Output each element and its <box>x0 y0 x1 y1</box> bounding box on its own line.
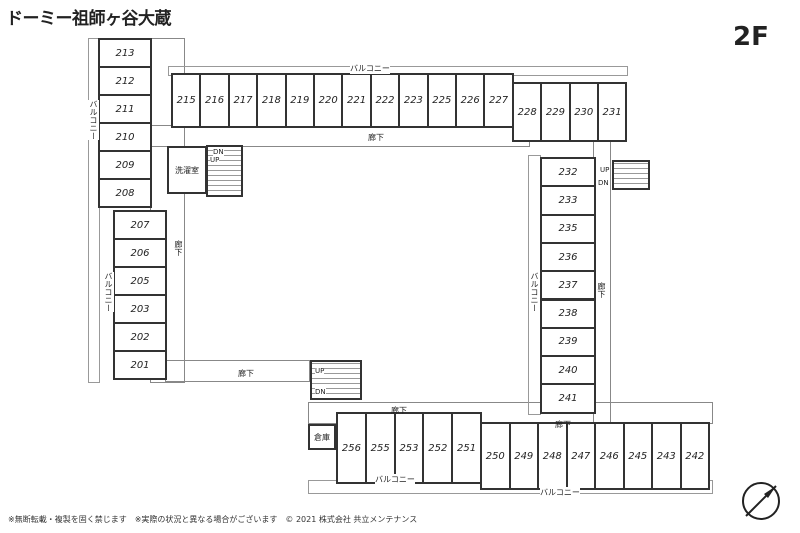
room-232: 232 <box>540 157 596 188</box>
room-237: 237 <box>540 270 596 301</box>
room-251: 251 <box>451 412 482 484</box>
balcony-left <box>88 38 100 383</box>
balcony-label: バルコニー <box>375 474 415 485</box>
room-243: 243 <box>651 422 682 490</box>
room-216: 216 <box>199 73 230 128</box>
room-209: 209 <box>98 150 152 180</box>
stair-up-label: UP <box>210 156 220 164</box>
corridor-top <box>150 125 530 147</box>
room-221: 221 <box>341 73 372 128</box>
room-223: 223 <box>398 73 429 128</box>
page-title: ドーミー祖師ヶ谷大蔵 <box>6 9 172 29</box>
room-233: 233 <box>540 185 596 216</box>
room-240: 240 <box>540 355 596 386</box>
room-218: 218 <box>256 73 287 128</box>
room-210: 210 <box>98 122 152 152</box>
room-246: 246 <box>594 422 625 490</box>
corridor-label: 廊下 <box>597 282 606 298</box>
room-235: 235 <box>540 213 596 244</box>
room-227: 227 <box>483 73 514 128</box>
corridor-label: 廊下 <box>391 406 407 415</box>
corridor-label: 廊下 <box>174 240 183 256</box>
room-207: 207 <box>113 210 167 240</box>
room-215: 215 <box>171 73 202 128</box>
room-228: 228 <box>512 82 543 142</box>
room-255: 255 <box>364 412 396 484</box>
balcony-label: バルコニー <box>350 63 390 74</box>
room-230: 230 <box>568 82 599 142</box>
room-203: 203 <box>113 294 167 324</box>
room-219: 219 <box>284 73 315 128</box>
room-201: 201 <box>113 350 167 380</box>
room-256: 256 <box>336 412 367 484</box>
room-238: 238 <box>540 298 596 329</box>
room-249: 249 <box>508 422 539 490</box>
room-239: 239 <box>540 326 596 358</box>
stair-up-label: UP <box>600 166 610 174</box>
room-208: 208 <box>98 178 152 208</box>
room-205: 205 <box>113 266 167 296</box>
balcony-label: バルコニー <box>88 100 99 140</box>
room-220: 220 <box>313 73 344 128</box>
room-236: 236 <box>540 241 596 273</box>
compass-icon <box>742 482 780 520</box>
room-202: 202 <box>113 322 167 352</box>
corridor-label: 廊下 <box>238 369 254 378</box>
room-252: 252 <box>422 412 454 484</box>
footer-note: ※無断転載・複製を固く禁じます ※実際の状況と異なる場合がございます © 202… <box>8 515 418 524</box>
floor-label: 2F <box>733 22 769 52</box>
room-212: 212 <box>98 66 152 96</box>
room-222: 222 <box>369 73 401 128</box>
room-241: 241 <box>540 383 596 414</box>
balcony-label: バルコニー <box>529 272 540 312</box>
room-225: 225 <box>426 73 457 128</box>
room-250: 250 <box>480 422 511 490</box>
room-247: 247 <box>565 422 596 490</box>
room-213: 213 <box>98 38 152 68</box>
room-226: 226 <box>455 73 486 128</box>
room-231: 231 <box>596 82 628 142</box>
corridor-label: 廊下 <box>555 420 571 429</box>
stair-dn-label: DN <box>315 388 326 396</box>
stairs-north <box>206 145 243 197</box>
room-206: 206 <box>113 238 167 268</box>
laundry-label: 洗濯室 <box>175 165 199 175</box>
room-242: 242 <box>679 422 710 490</box>
room-245: 245 <box>622 422 653 490</box>
room-211: 211 <box>98 94 152 124</box>
storage-label: 倉庫 <box>314 432 330 442</box>
laundry-room: 洗濯室 <box>167 146 207 194</box>
room-248: 248 <box>537 422 568 490</box>
storage-room: 倉庫 <box>308 424 336 450</box>
balcony-label: バルコニー <box>103 272 114 312</box>
balcony-label: バルコニー <box>540 487 580 498</box>
room-229: 229 <box>540 82 571 142</box>
stair-up-label: UP <box>315 367 325 375</box>
stairs-east <box>612 160 650 190</box>
room-217: 217 <box>227 73 259 128</box>
corridor-label: 廊下 <box>368 133 384 142</box>
stair-dn-label: DN <box>598 179 609 187</box>
stair-dn-label: DN <box>213 148 224 156</box>
